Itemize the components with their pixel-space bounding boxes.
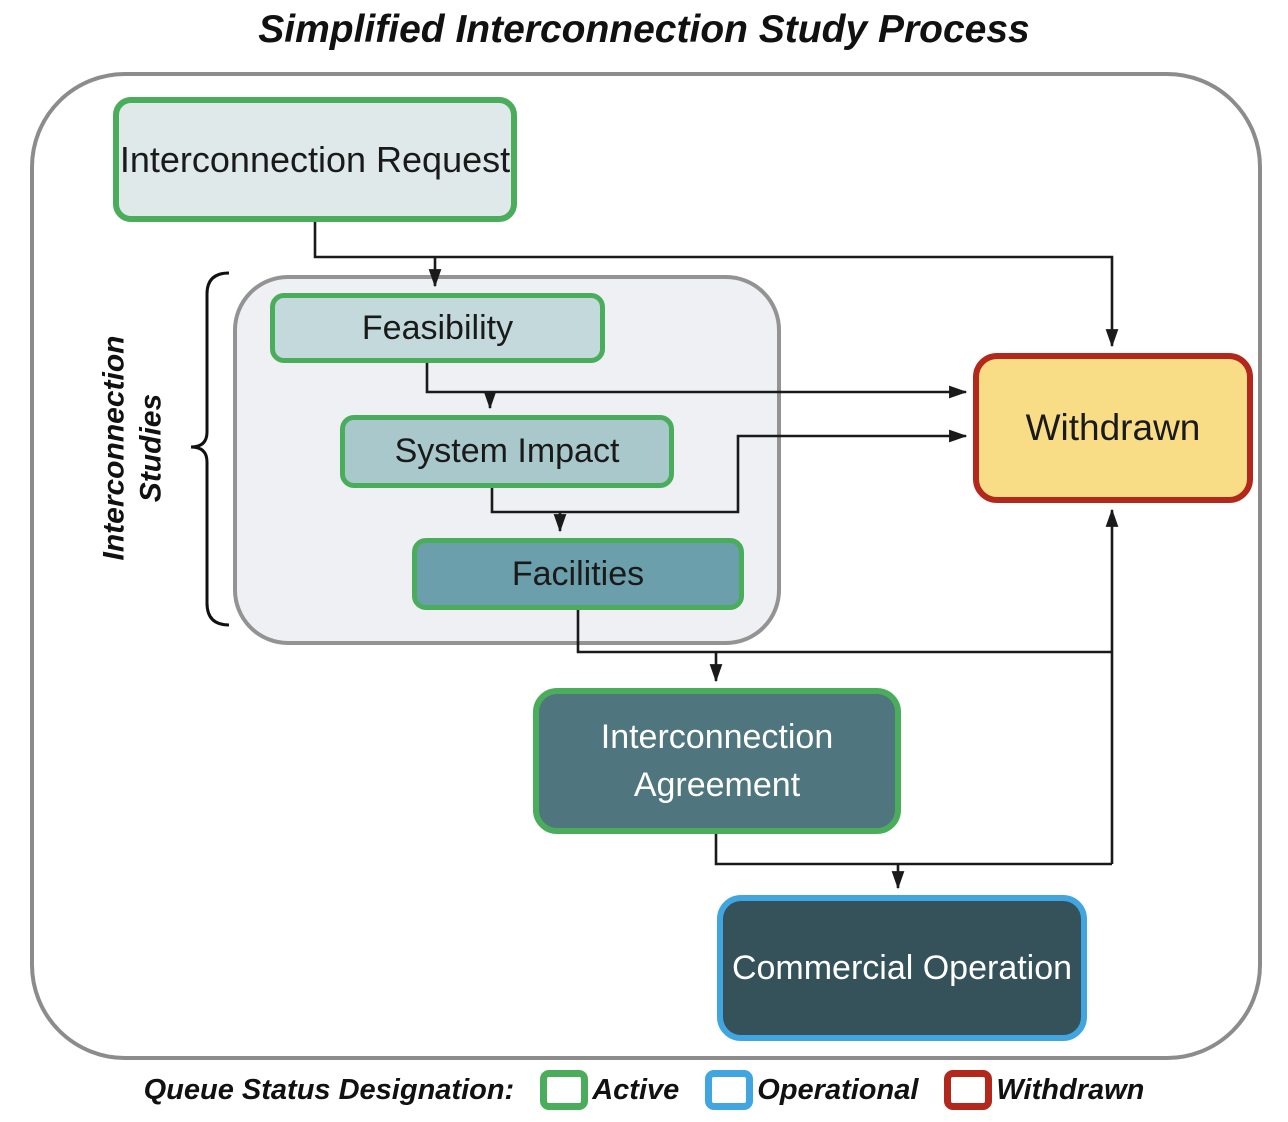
legend: Queue Status Designation: Active Operati…: [0, 1063, 1288, 1117]
legend-item-operational-label: Operational: [757, 1073, 919, 1106]
studies-brace-label: Interconnection Studies: [88, 266, 178, 631]
node-system-impact: System Impact: [340, 415, 674, 488]
node-feasibility: Feasibility: [270, 293, 605, 363]
legend-item-active-label: Active: [592, 1073, 680, 1106]
operational-swatch-icon: [705, 1070, 754, 1110]
node-interconnection-agreement: Interconnection Agreement: [533, 688, 901, 834]
page-title: Simplified Interconnection Study Process: [258, 8, 1030, 51]
withdrawn-swatch-icon: [944, 1070, 993, 1110]
legend-item-withdrawn-label: Withdrawn: [996, 1073, 1145, 1106]
active-swatch-icon: [540, 1070, 589, 1110]
studies-brace-label-line2: Studies: [134, 393, 168, 503]
node-interconnection-request: Interconnection Request: [113, 97, 517, 222]
studies-brace-label-line1: Interconnection: [97, 335, 130, 561]
node-commercial-operation: Commercial Operation: [717, 895, 1087, 1041]
legend-title: Queue Status Designation:: [143, 1073, 515, 1106]
node-facilities: Facilities: [412, 538, 744, 610]
legend-item-operational: Operational: [705, 1070, 918, 1110]
node-withdrawn: Withdrawn: [973, 353, 1253, 503]
legend-item-active: Active: [540, 1070, 679, 1110]
legend-item-withdrawn: Withdrawn: [944, 1070, 1144, 1110]
